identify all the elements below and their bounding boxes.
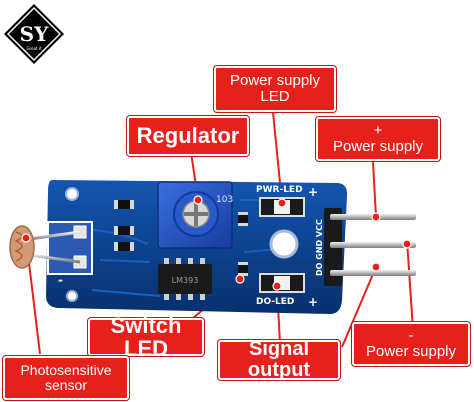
logo-caption: Great it (26, 46, 42, 51)
comparator-chip: LM393 (158, 258, 212, 300)
callout-regulator: Regulator (127, 116, 249, 156)
callout-signal-output: Signal output (218, 339, 340, 381)
smd-resistors (114, 200, 248, 276)
silk-minus: - (58, 273, 63, 287)
mounting-hole-left (65, 187, 79, 201)
brand-logo: SY Great it (4, 4, 64, 64)
logo-monogram: SY (20, 22, 49, 46)
switch-led (259, 273, 305, 293)
callout-photosensitive-sensor: Photosensitive sensor (3, 356, 129, 400)
pot-marking: 103 (216, 195, 233, 205)
callout-minus-power-supply: - Power supply (352, 322, 470, 366)
silk-do-led: DO-LED (256, 297, 294, 307)
callout-switch-led: Switch LED (88, 314, 204, 360)
header-pins (324, 208, 416, 286)
mounting-hole-right (269, 229, 299, 259)
silk-plus-2: + (308, 295, 318, 309)
silk-pwr-led: PWR-LED (256, 185, 303, 195)
leader-dots (21, 195, 412, 291)
silk-plus-1: + (308, 185, 318, 199)
silk-pin-labels: DO GND VCC (315, 219, 324, 276)
potentiometer: 103 (157, 181, 233, 249)
callout-plus-power-supply: + Power supply (316, 117, 440, 161)
photoresistor: - (9, 221, 93, 287)
chip-marking: LM393 (172, 276, 199, 285)
callout-power-led: Power supply LED (214, 66, 336, 112)
